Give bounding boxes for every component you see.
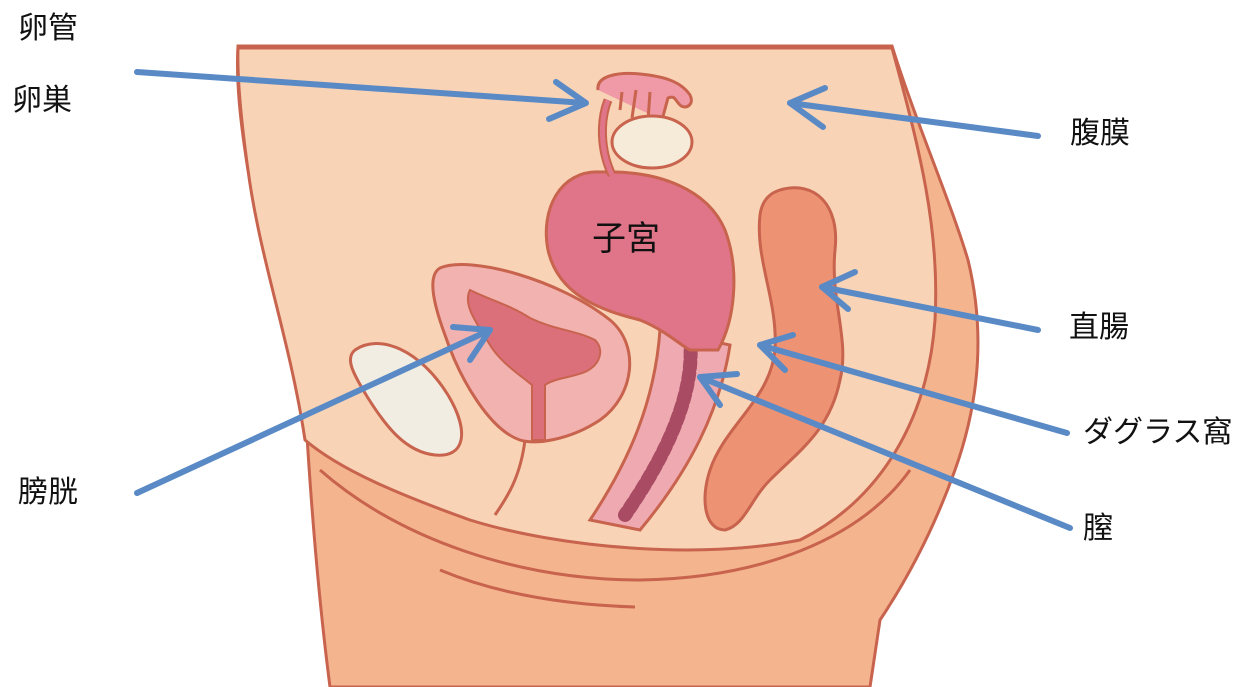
ovary <box>612 116 692 168</box>
label-peritoneum: 腹膜 <box>1070 119 1130 149</box>
label-bladder: 膀胱 <box>18 478 78 508</box>
label-rectum: 直腸 <box>1069 313 1129 343</box>
label-ovary: 卵巣 <box>12 86 72 116</box>
label-oviduct: 卵管 <box>18 14 78 44</box>
label-douglas-pouch: ダグラス窩 <box>1083 418 1232 448</box>
label-uterus: 子宮 <box>592 222 660 256</box>
label-vagina: 膣 <box>1083 514 1113 544</box>
